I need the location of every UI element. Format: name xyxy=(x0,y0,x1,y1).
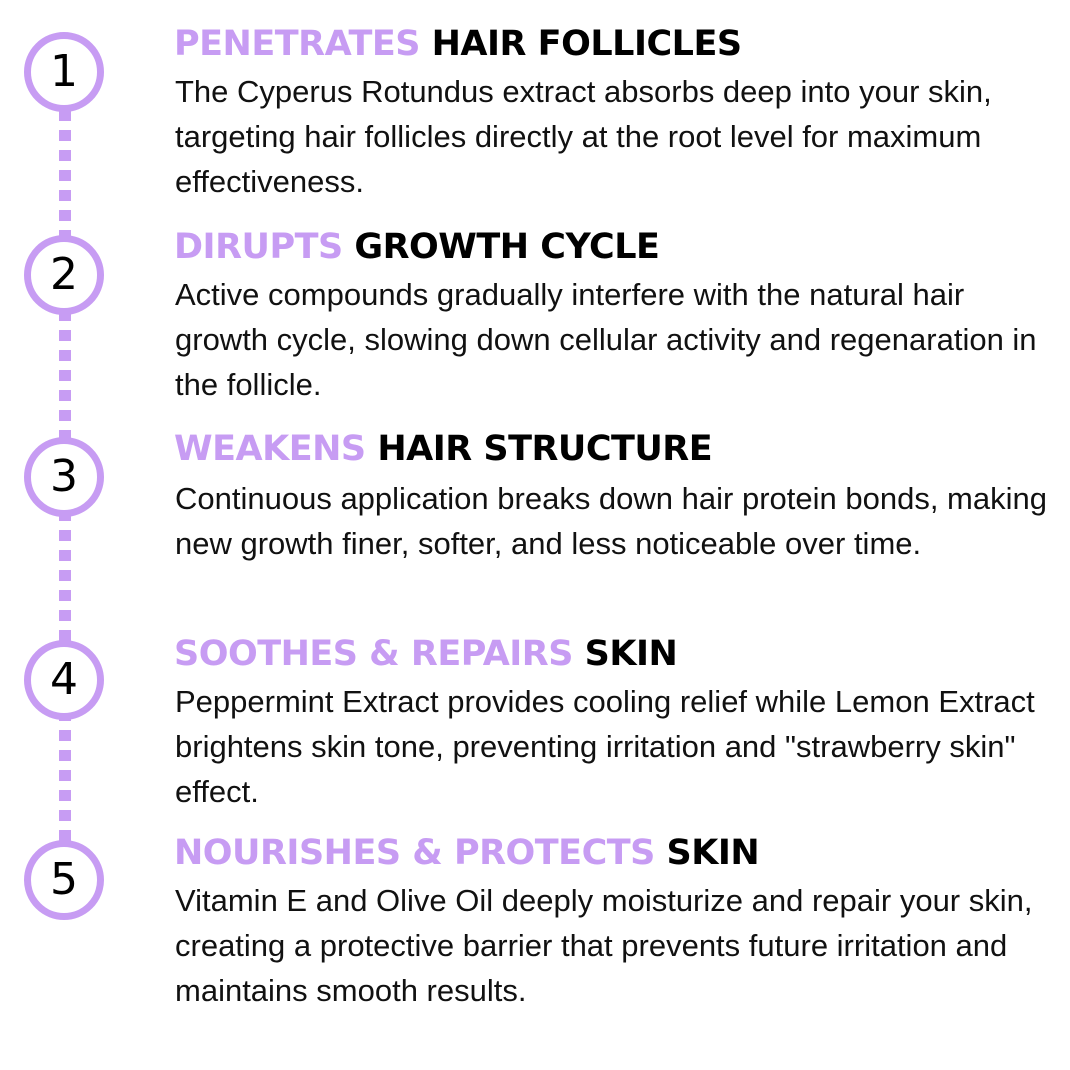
step-5-number-badge: 5 xyxy=(24,840,104,920)
step-3-title-accent: WEAKENS xyxy=(174,429,366,469)
step-1-description: The Cyperus Rotundus extract absorbs dee… xyxy=(175,74,992,199)
step-2-title-accent: DIRUPTS xyxy=(174,227,343,267)
step-3-number-badge: 3 xyxy=(24,437,104,517)
step-4-description: Peppermint Extract provides cooling reli… xyxy=(175,684,1035,809)
step-5-description: Vitamin E and Olive Oil deeply moisturiz… xyxy=(175,883,1033,1008)
step-4-number-badge: 4 xyxy=(24,640,104,720)
step-5-title: NOURISHES & PROTECTS SKIN xyxy=(174,831,760,875)
step-2-number-badge: 2 xyxy=(24,235,104,315)
step-3-title: WEAKENS HAIR STRUCTURE xyxy=(174,427,713,471)
step-2-title: DIRUPTS GROWTH CYCLE xyxy=(174,225,660,269)
step-1-number-badge: 1 xyxy=(24,32,104,112)
step-4-title-main: SKIN xyxy=(584,634,678,674)
step-3-title-main: HAIR STRUCTURE xyxy=(377,429,713,469)
step-5-title-main: SKIN xyxy=(666,833,760,873)
step-4-title-accent: SOOTHES & REPAIRS xyxy=(174,634,573,674)
step-1-title: PENETRATES HAIR FOLLICLES xyxy=(174,22,742,66)
step-3-description: Continuous application breaks down hair … xyxy=(175,481,1047,561)
step-4-title: SOOTHES & REPAIRS SKIN xyxy=(174,632,678,676)
step-1-title-main: HAIR FOLLICLES xyxy=(431,24,742,64)
step-5-title-accent: NOURISHES & PROTECTS xyxy=(174,833,655,873)
step-1-title-accent: PENETRATES xyxy=(174,24,420,64)
step-2-title-main: GROWTH CYCLE xyxy=(354,227,660,267)
step-2-description: Active compounds gradually interfere wit… xyxy=(175,277,1037,402)
